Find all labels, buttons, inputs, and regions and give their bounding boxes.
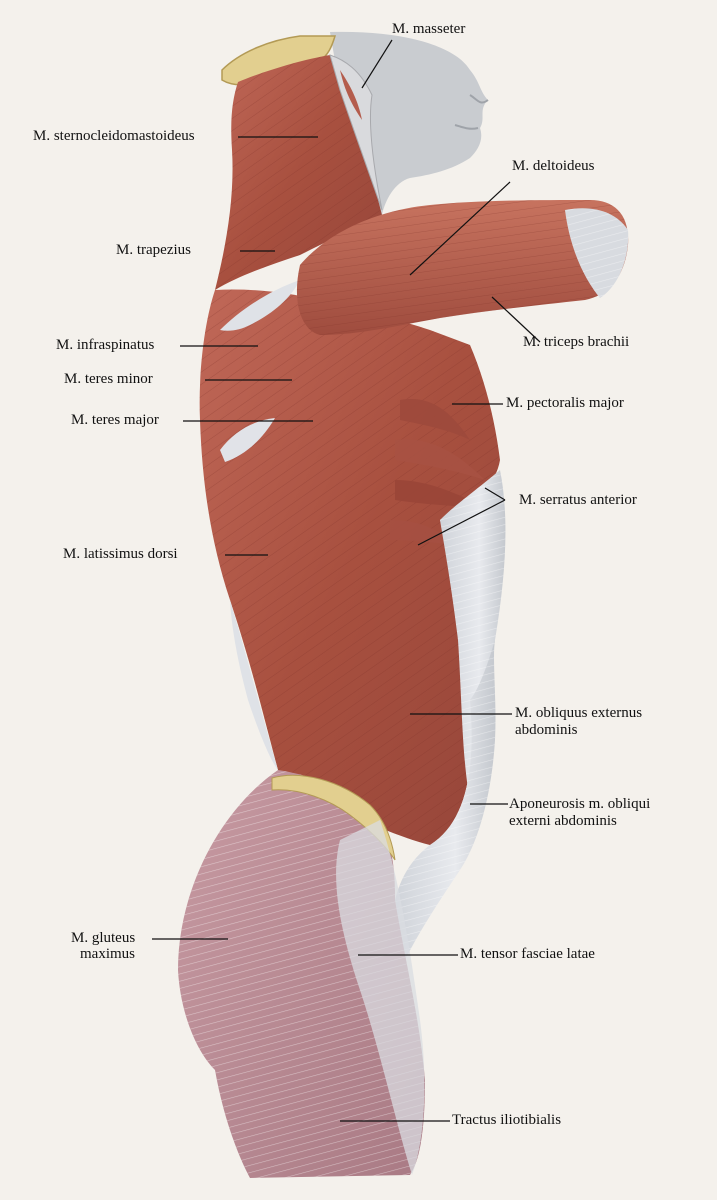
leader-triceps bbox=[491, 296, 541, 343]
label-aponeurosis-line2: externi abdominis bbox=[509, 813, 617, 829]
iliac-crest-bone bbox=[271, 774, 396, 861]
label-pectoralis-major: M. pectoralis major bbox=[506, 395, 624, 411]
leader-serratus-2 bbox=[417, 499, 506, 546]
leader-deltoideus bbox=[409, 181, 511, 276]
label-latissimus-dorsi: M. latissimus dorsi bbox=[63, 546, 178, 562]
label-aponeurosis-line1: Aponeurosis m. obliqui bbox=[509, 796, 651, 812]
label-trapezius: M. trapezius bbox=[116, 242, 191, 258]
label-obliquus-externus-line1: M. obliquus externus bbox=[515, 705, 643, 721]
label-serratus-anterior: M. serratus anterior bbox=[519, 492, 637, 508]
label-teres-major: M. teres major bbox=[71, 412, 159, 428]
label-gluteus-line2: maximus bbox=[80, 946, 135, 962]
label-teres-minor: M. teres minor bbox=[64, 371, 153, 387]
label-sternocleidomastoideus: M. sternocleidomastoideus bbox=[33, 128, 195, 144]
label-tensor-fasciae-latae: M. tensor fasciae latae bbox=[460, 946, 595, 962]
label-gluteus-line1: M. gluteus bbox=[71, 930, 136, 946]
label-masseter: M. masseter bbox=[392, 21, 466, 37]
leader-lines bbox=[152, 39, 541, 1122]
leader-serratus-1 bbox=[484, 487, 506, 501]
label-tractus-iliotibialis: Tractus iliotibialis bbox=[452, 1112, 562, 1128]
label-obliquus-externus-line2: abdominis bbox=[515, 722, 578, 738]
label-infraspinatus: M. infraspinatus bbox=[56, 337, 155, 353]
label-deltoideus: M. deltoideus bbox=[512, 158, 595, 174]
leader-masseter bbox=[361, 39, 393, 89]
label-triceps-brachii: M. triceps brachii bbox=[523, 334, 630, 350]
